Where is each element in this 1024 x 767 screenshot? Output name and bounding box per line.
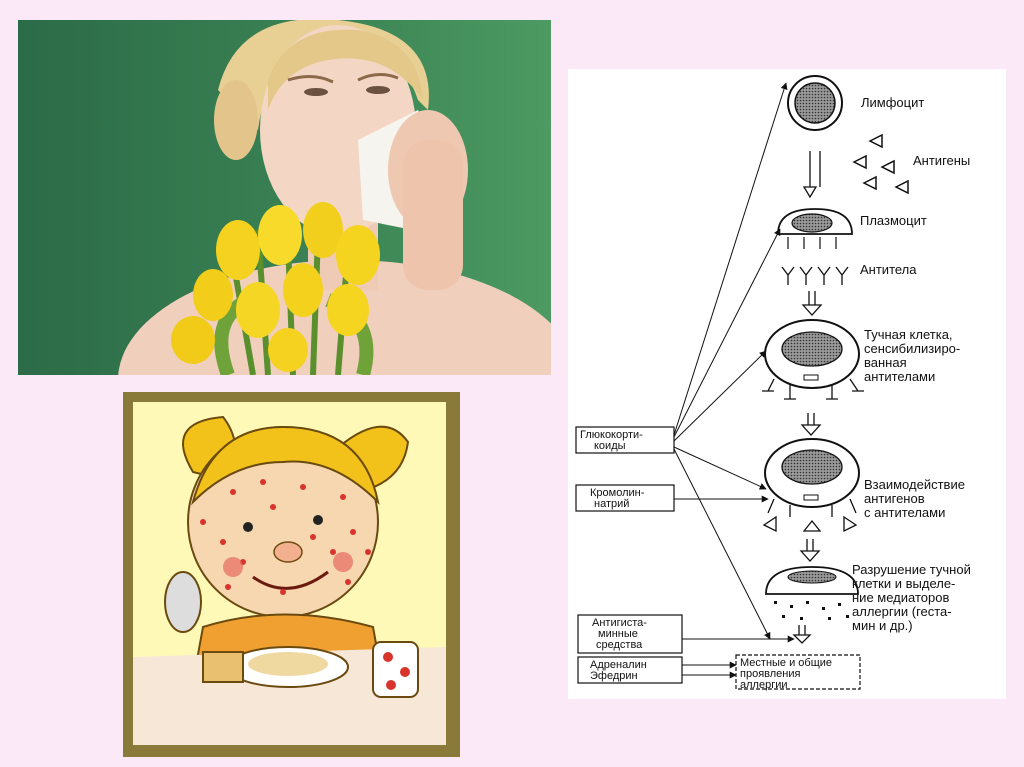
plasmocyte-label: Плазмоцит xyxy=(860,213,927,228)
woman-with-tulips-illustration xyxy=(18,20,551,375)
svg-text:антигенов: антигенов xyxy=(864,491,925,506)
mast-cell-label: Тучная клетка, сенсибилизиро- ванная ант… xyxy=(864,327,960,384)
cartoon-frame xyxy=(123,392,460,757)
svg-text:ванная: ванная xyxy=(864,355,907,370)
svg-text:Взаимодействие: Взаимодействие xyxy=(864,477,965,492)
svg-text:клетки и выделе-: клетки и выделе- xyxy=(852,576,955,591)
allergy-photo xyxy=(18,20,551,375)
arrow-destruction-effects xyxy=(794,625,810,643)
svg-text:антителами: антителами xyxy=(864,369,935,384)
arrow-interaction-destruction xyxy=(801,539,819,561)
svg-text:сенсибилизиро-: сенсибилизиро- xyxy=(864,341,960,356)
allergy-mechanism-diagram: Лимфоцит Антигены Плазмоцит Антитела xyxy=(568,69,1006,699)
destruction-label: Разрушение тучной клетки и выделе- ние м… xyxy=(852,562,971,633)
cromolyn-label-2: натрий xyxy=(594,498,629,510)
arrow-mastcell-interaction xyxy=(802,413,820,435)
interaction-label: Взаимодействие антигенов с антителами xyxy=(864,477,965,520)
interaction-cell xyxy=(764,439,859,531)
svg-text:аллергии (геста-: аллергии (геста- xyxy=(852,604,952,619)
arrow-lymphocyte-plasmocyte xyxy=(804,151,820,197)
antihistamines-label-3: средства xyxy=(596,639,643,651)
mast-cell-sensitized xyxy=(762,320,864,399)
glucocorticoids-label-2: коиды xyxy=(594,440,626,452)
lymphocyte-cell xyxy=(788,76,842,130)
antibodies-label: Антитела xyxy=(860,262,917,277)
lymphocyte-label: Лимфоцит xyxy=(861,95,924,110)
destruction-cell xyxy=(766,567,858,620)
svg-text:аллергии: аллергии xyxy=(740,679,788,691)
svg-text:с антителами: с антителами xyxy=(864,505,945,520)
child-with-rash-drawing xyxy=(133,402,446,745)
svg-text:Разрушение тучной: Разрушение тучной xyxy=(852,562,971,577)
arrow-antibodies-mastcell xyxy=(803,291,821,315)
svg-text:мин и др.): мин и др.) xyxy=(852,618,913,633)
child-rash-illustration xyxy=(133,402,446,745)
svg-text:ние медиаторов: ние медиаторов xyxy=(852,590,949,605)
antibodies-y-shapes xyxy=(782,267,848,285)
antigens-label: Антигены xyxy=(913,153,970,168)
antigen-triangles xyxy=(854,135,908,193)
adrenaline-label-2: Эфедрин xyxy=(590,670,638,682)
svg-text:Тучная клетка,: Тучная клетка, xyxy=(864,327,953,342)
plasmocyte-cell xyxy=(778,209,852,249)
